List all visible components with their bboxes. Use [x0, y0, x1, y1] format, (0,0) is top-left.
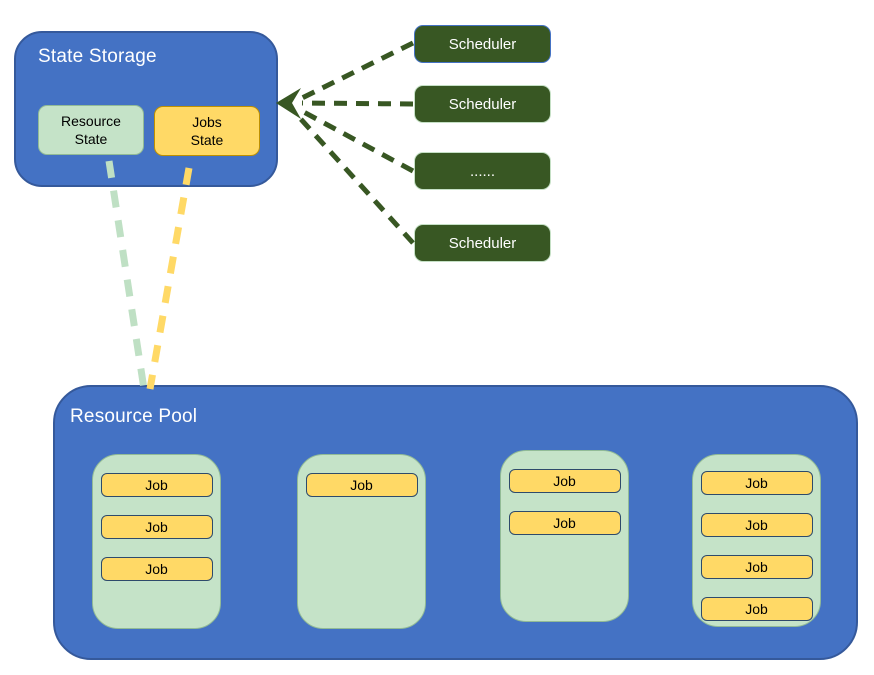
resource-pool-title: Resource Pool [70, 406, 198, 427]
pool-node-3: Job Job [500, 450, 629, 622]
scheduler-box-1: Scheduler [414, 25, 551, 63]
jobs-state-box: Jobs State [154, 106, 260, 156]
arrow-head-icon [276, 88, 301, 119]
job-box: Job [100, 515, 213, 539]
jobs-state-connector-line [146, 167, 193, 390]
job-box: Job [700, 471, 813, 495]
state-storage-title: State Storage [38, 46, 157, 67]
resource-state-connector-line [105, 160, 148, 390]
resource-pool-box: Resource Pool Job Job Job Job Job Job Jo… [53, 385, 858, 660]
resource-state-box: Resource State [38, 105, 144, 155]
pool-node-4: Job Job Job Job [692, 454, 821, 627]
scheduler-connector-line-1 [300, 40, 415, 101]
job-box: Job [305, 473, 418, 497]
job-box: Job [100, 473, 213, 497]
state-storage-box: State Storage Resource State Jobs State [14, 31, 278, 187]
scheduler-connector-line-3 [298, 107, 415, 174]
job-box: Job [700, 555, 813, 579]
scheduler-connector-line-2 [301, 100, 414, 107]
pool-node-2: Job [297, 454, 426, 629]
pool-node-1: Job Job Job [92, 454, 221, 629]
job-box: Job [508, 469, 621, 493]
scheduler-box-ellipsis: ...... [414, 152, 551, 190]
job-box: Job [700, 513, 813, 537]
scheduler-box-4: Scheduler [414, 224, 551, 262]
job-box: Job [508, 511, 621, 535]
job-box: Job [700, 597, 813, 621]
job-box: Job [100, 557, 213, 581]
scheduler-box-2: Scheduler [414, 85, 551, 123]
scheduler-connector-line-4 [296, 114, 415, 245]
